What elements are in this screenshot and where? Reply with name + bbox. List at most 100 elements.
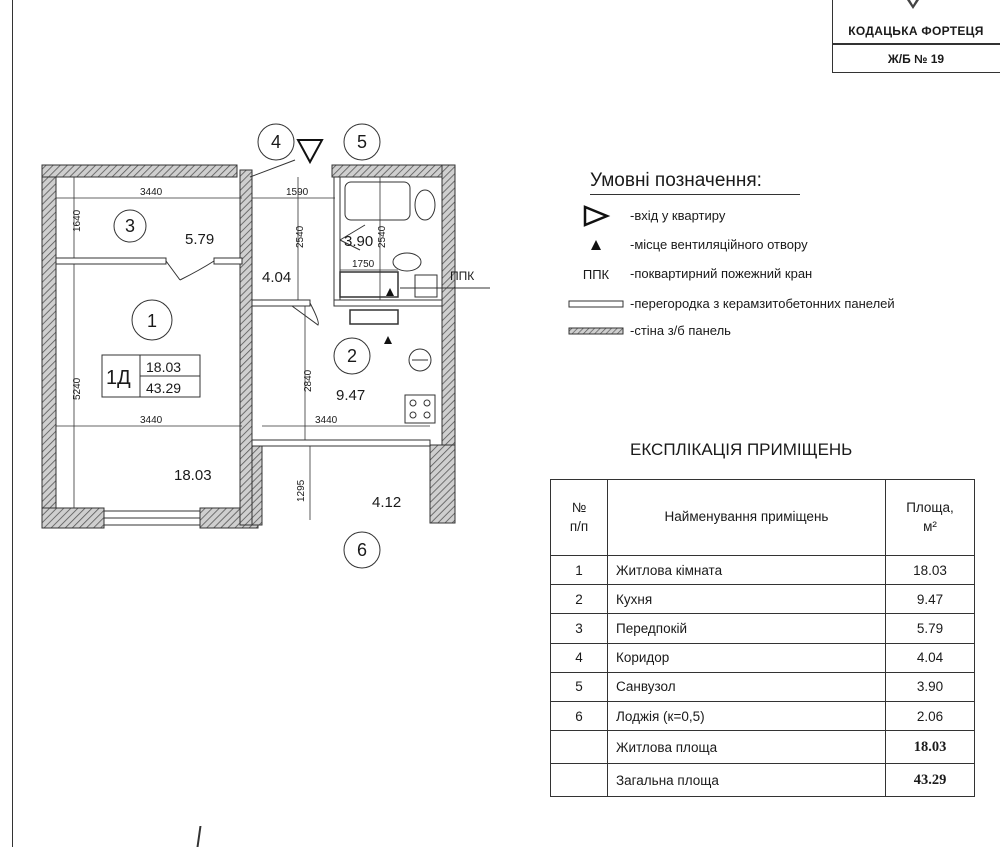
vent-shaft-lower — [349, 309, 399, 325]
dimension-label: 2540 — [295, 225, 306, 248]
row-area: 2.06 — [885, 701, 975, 732]
unit-living-area: 18.03 — [146, 359, 181, 375]
room-number-circle — [343, 531, 381, 569]
door-bath — [339, 224, 366, 251]
column-header-name: Найменування приміщень — [607, 479, 886, 556]
dimension-label: 3440 — [315, 415, 338, 426]
area-label: 18.03 — [174, 467, 212, 484]
title-block-divider — [832, 43, 1000, 45]
sink — [414, 189, 436, 221]
row-name: Загальна площа — [607, 763, 886, 797]
row-name: Коридор — [607, 642, 886, 673]
dimension-label: 2540 — [377, 225, 388, 248]
floor-plan: 4 5 3 1 2 6 5.79 4.04 3.90 9.47 18.03 4.… — [41, 123, 490, 569]
row-number: 5 — [550, 671, 608, 703]
row-name: Житлова площа — [607, 730, 886, 765]
table-row: 5 Санвузол 3.90 — [550, 671, 975, 703]
header-area-line2: м² — [923, 518, 937, 534]
table-row: 6 Лоджія (к=0,5) 2.06 — [550, 701, 975, 732]
ppk-symbol: ППК — [582, 266, 610, 282]
dimension-label: 3440 — [140, 187, 163, 198]
legend-text: -поквартирний пожежний кран — [630, 266, 813, 281]
company-logo-icon — [907, 0, 919, 9]
row-name: Лоджія (к=0,5) — [607, 701, 886, 732]
column-header-num: № п/п — [550, 479, 608, 556]
wall-top-left — [41, 164, 238, 178]
vent-triangle-icon — [591, 240, 601, 250]
row-name: Передпокій — [607, 613, 886, 644]
header-num-line2: п/п — [569, 518, 589, 534]
row-area: 9.47 — [885, 584, 975, 615]
wall-bottom-left — [41, 507, 105, 529]
area-label: 4.04 — [262, 269, 291, 286]
partition-line-icon — [568, 300, 624, 308]
row-area: 18.03 — [885, 554, 975, 586]
dimension-label: 1750 — [352, 259, 375, 270]
row-area: 18.03 — [885, 730, 975, 765]
wall-top-right — [331, 164, 456, 178]
kitchen-counter — [404, 394, 436, 424]
dimension-label: 2840 — [303, 369, 314, 392]
row-name: Санвузол — [607, 671, 886, 703]
wall-left — [41, 164, 57, 511]
row-area: 43.29 — [885, 763, 975, 797]
row-number: 1 — [550, 554, 608, 586]
room-number: 6 — [357, 540, 367, 560]
entrance-door — [249, 159, 296, 178]
room-number-circle — [343, 123, 381, 161]
legend-text: -перегородка з керамзитобетонних панелей — [630, 296, 895, 311]
table-header-row: № п/п Найменування приміщень Площа, м² — [550, 479, 975, 556]
dimension-label: 1640 — [72, 209, 83, 232]
header-area-line1: Площа, — [906, 500, 954, 516]
company-name: КОДАЦЬКА ФОРТЕЦЯ — [848, 24, 984, 38]
room-number-circle — [257, 123, 295, 161]
ppk-label: ППК — [450, 269, 474, 283]
room-number: 5 — [357, 132, 367, 152]
partition-hall-room — [55, 257, 167, 265]
room-number-circle — [131, 299, 173, 341]
row-name: Житлова кімната — [607, 554, 886, 586]
partition-bath-bottom — [333, 299, 443, 307]
document-code: Ж/Б № 19 — [887, 52, 945, 66]
entrance-marker-icon — [296, 139, 324, 165]
explication-table: № п/п Найменування приміщень Площа, м² 1… — [550, 479, 975, 797]
partition-corridor-kitchen — [251, 299, 311, 307]
legend-text: -стіна з/б панель — [630, 323, 731, 338]
area-label: 5.79 — [185, 231, 214, 248]
vent-marker-icon — [386, 288, 394, 296]
row-number: 3 — [550, 613, 608, 644]
room-number: 3 — [125, 216, 135, 236]
unit-type: 1Д — [106, 367, 131, 389]
room-number: 2 — [347, 346, 357, 366]
room-number: 1 — [147, 311, 157, 331]
area-label: 3.90 — [344, 233, 373, 250]
toilet — [392, 252, 422, 272]
row-number: 4 — [550, 642, 608, 673]
unit-total-area: 43.29 — [146, 380, 181, 396]
partition-kitchen-loggia — [251, 439, 431, 447]
dimension-label: 1295 — [296, 479, 307, 502]
page-border-line — [12, 0, 13, 847]
door-kitchen — [291, 302, 319, 326]
room-number-circle — [333, 337, 371, 375]
row-number: 6 — [550, 701, 608, 732]
door-room — [165, 260, 215, 281]
room-number-circle — [113, 209, 147, 243]
washing-machine — [414, 274, 438, 298]
wall-loggia-left — [251, 444, 263, 526]
wall-hatch-icon — [568, 327, 624, 335]
wall-loggia-right — [429, 444, 456, 524]
legend-text: -вхід у квартиру — [630, 208, 726, 223]
row-area: 4.04 — [885, 642, 975, 673]
title-block — [832, 0, 1000, 73]
legend-text: -місце вентиляційного отвору — [630, 237, 808, 252]
table-row: 4 Коридор 4.04 — [550, 642, 975, 673]
dimension-label: 5240 — [72, 377, 83, 400]
dimension-label: 1590 — [286, 187, 309, 198]
row-number: 2 — [550, 584, 608, 615]
vent-marker-icon — [384, 336, 392, 344]
table-row-total-area: Загальна площа 43.29 — [550, 763, 975, 797]
table-row-living-total: Житлова площа 18.03 — [550, 730, 975, 765]
area-label: 9.47 — [336, 387, 365, 404]
page-edge-mark — [196, 826, 202, 847]
